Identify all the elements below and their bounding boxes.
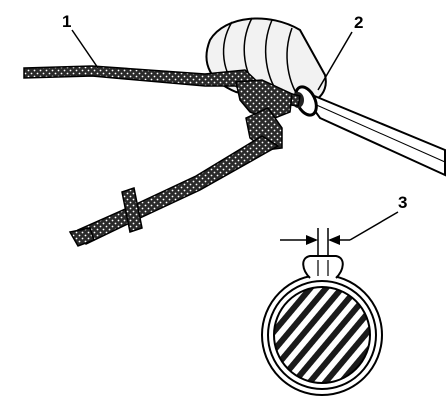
callout-1-label: 1: [62, 12, 71, 31]
callout-2-label: 2: [354, 13, 363, 32]
callout-1: 1: [62, 12, 99, 69]
callout-3: 3: [349, 193, 407, 241]
callout-3-label: 3: [398, 193, 407, 212]
axle-shaft: [297, 87, 446, 177]
ear-gap-dimension: [280, 228, 350, 255]
callout-2: 2: [317, 13, 363, 91]
clamp-pliers-tool: [23, 65, 301, 247]
clamp-cross-section: [261, 255, 383, 396]
